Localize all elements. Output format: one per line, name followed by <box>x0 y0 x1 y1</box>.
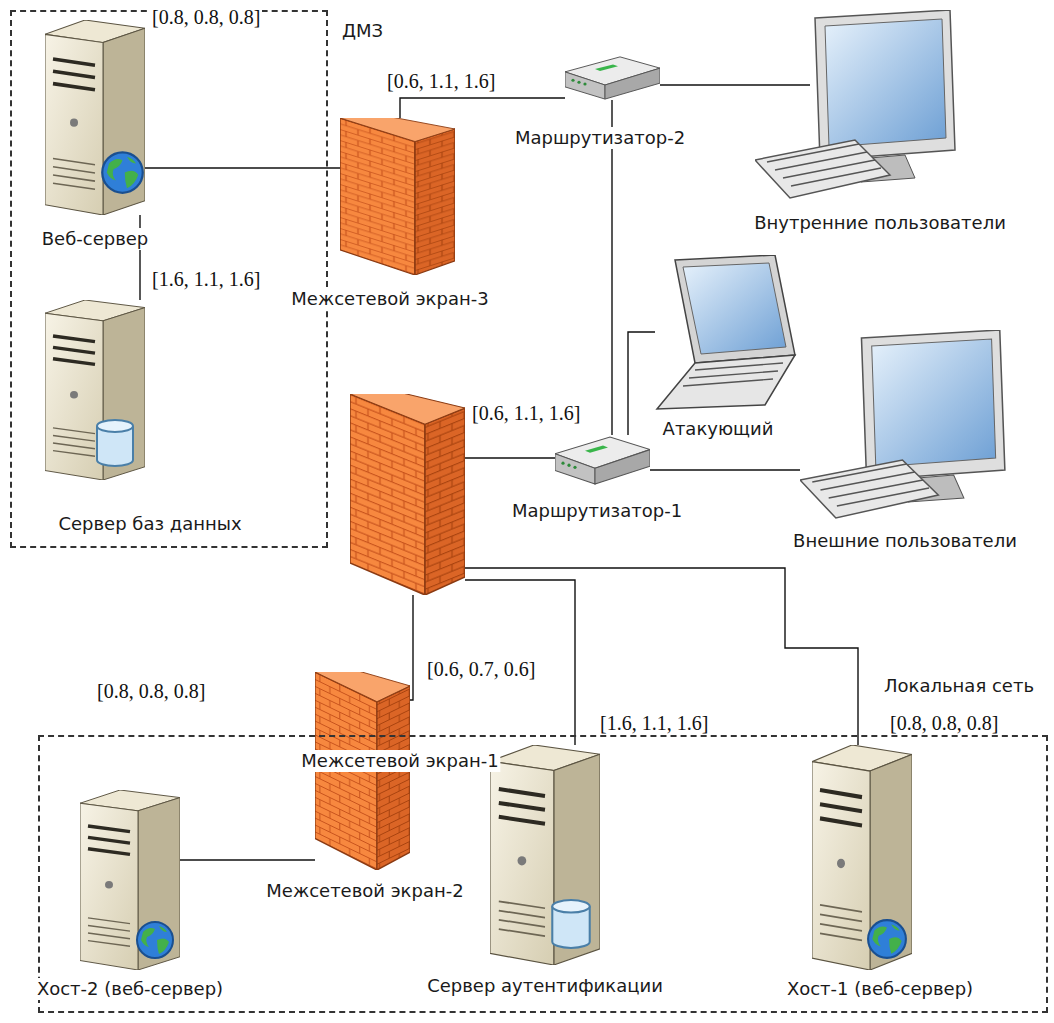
device-label: Межсетевой экран-2 <box>264 880 465 902</box>
weight-vector: [0.6, 1.1, 1.6] <box>385 70 497 92</box>
firewall-icon <box>350 390 465 595</box>
network-link <box>400 98 565 118</box>
device-node: Хост-2 (веб-сервер) <box>80 790 180 970</box>
device-label: Межсетевой экран-3 <box>289 288 490 310</box>
weight-vector: [1.6, 1.1, 1.6] <box>150 268 262 290</box>
network-link <box>465 568 858 745</box>
device-node: Межсетевой экран-3 <box>340 118 455 275</box>
auth-server-icon <box>490 745 600 965</box>
globe-icon <box>137 922 173 958</box>
device-label: Хост-1 (веб-сервер) <box>785 978 975 1000</box>
weight-vector: [0.6, 0.7, 0.6] <box>425 658 537 680</box>
workstation-icon <box>755 10 955 198</box>
network-link <box>145 167 340 168</box>
router-icon <box>565 57 660 99</box>
device-node: Сервер баз данных <box>45 300 145 480</box>
device-label: Внутренние пользователи <box>752 212 1008 234</box>
globe-icon <box>102 152 143 193</box>
device-node: Сервер аутентификации <box>490 745 600 965</box>
database-icon <box>552 900 589 948</box>
device-label: Сервер аутентификации <box>425 975 665 997</box>
device-node: Межсетевой экран-1 <box>350 394 465 595</box>
device-label: Атакующий <box>661 418 776 440</box>
device-node: Межсетевой экран-2 <box>315 672 410 870</box>
zone-title: Локальная сеть <box>882 675 1036 697</box>
database-icon <box>97 420 133 466</box>
device-node: Маршрутизатор-2 <box>565 55 660 100</box>
device-label: Внешние пользователи <box>791 530 1019 552</box>
device-node: Хост-1 (веб-сервер) <box>812 745 912 970</box>
firewall-icon <box>340 115 455 275</box>
weight-vector: [0.8, 0.8, 0.8] <box>95 680 207 702</box>
device-label: Веб-сервер <box>40 228 151 250</box>
database-server-icon <box>45 300 145 480</box>
device-node: Внешние пользователи <box>800 330 1010 520</box>
device-label: Маршрутизатор-1 <box>510 500 684 522</box>
device-label: Межсетевой экран-1 <box>299 750 500 772</box>
network-link <box>650 469 800 470</box>
device-label: Сервер баз данных <box>56 513 243 535</box>
device-node: Атакующий <box>655 255 800 410</box>
network-link <box>465 457 555 458</box>
weight-vector: [1.6, 1.1, 1.6] <box>598 712 710 734</box>
device-node: Веб-сервер <box>45 20 145 215</box>
device-label: Маршрутизатор-2 <box>513 127 687 149</box>
web-server-icon <box>80 790 180 970</box>
router-icon <box>555 437 650 484</box>
zone-title: ДМЗ <box>340 20 385 42</box>
web-server-icon <box>812 745 912 970</box>
laptop-icon <box>657 255 795 409</box>
network-link <box>180 859 315 860</box>
weight-vector: [0.8, 0.8, 0.8] <box>888 712 1000 734</box>
network-link <box>611 100 612 435</box>
network-link <box>410 595 413 700</box>
network-zone: Локальная сетьМежсетевой экран-2Хост-2 (… <box>38 735 1048 1013</box>
weight-vector: [0.8, 0.8, 0.8] <box>150 6 262 28</box>
network-link <box>628 332 655 435</box>
network-link <box>660 84 810 85</box>
device-node: Маршрутизатор-1 <box>555 435 650 485</box>
weight-vector: [0.6, 1.1, 1.6] <box>470 402 582 424</box>
device-label: Хост-2 (веб-сервер) <box>35 978 225 1000</box>
workstation-icon <box>800 330 1005 518</box>
web-server-icon <box>45 20 145 215</box>
globe-icon <box>868 920 906 958</box>
device-node: Внутренние пользователи <box>810 10 960 170</box>
